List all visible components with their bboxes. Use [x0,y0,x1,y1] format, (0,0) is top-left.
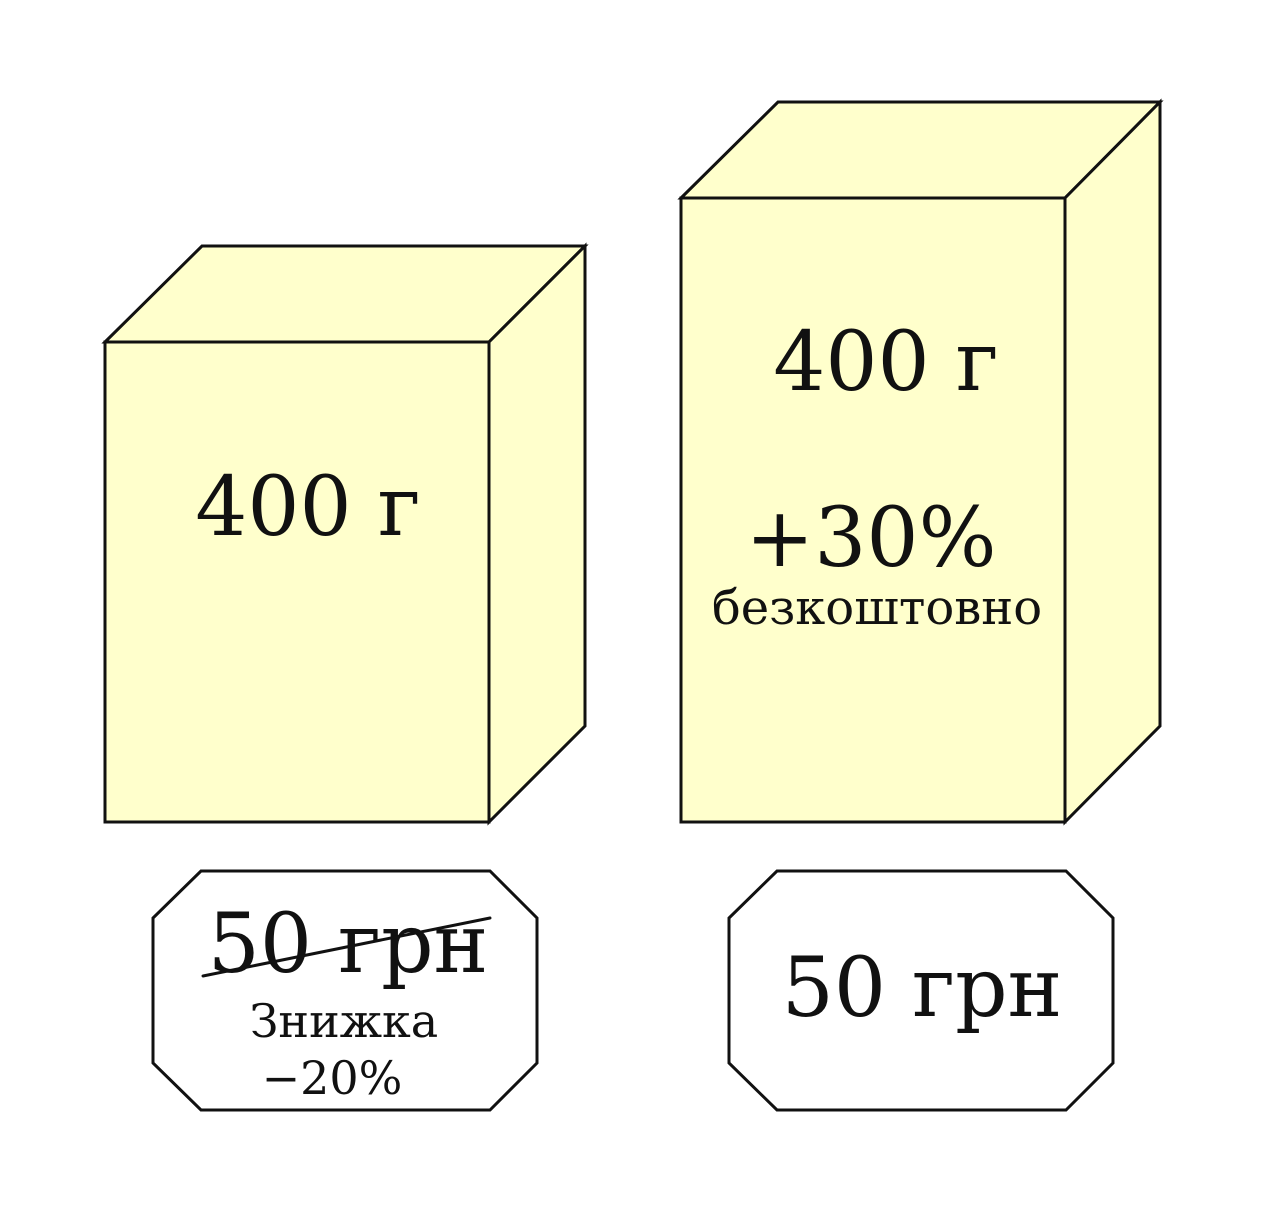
right-price-tag-frame [727,869,1115,1112]
left-package-front-face [103,340,491,824]
right-tag-price: 50 грн [782,941,1063,1036]
right-package: 400 г +30% безкоштовно [677,98,1164,826]
right-price-tag: 50 грн [727,869,1115,1112]
right-package-front-face [679,196,1067,824]
old-price-strikethrough [201,916,492,978]
left-package-weight: 400 г [195,460,421,555]
right-package-weight: 400 г [773,315,999,410]
left-tag-discount-value: −20% [262,1051,403,1105]
right-package-bonus: +30% [746,491,997,586]
left-tag-discount-label: Знижка [250,994,438,1048]
left-package-side-face [487,242,587,826]
left-price-tag-frame [151,869,539,1112]
left-package: 400 г [101,242,589,826]
right-package-side-face [1063,98,1162,826]
left-tag-old-price: 50 грн [208,897,489,992]
left-price-tag: 50 грн Знижка −20% [151,869,539,1112]
right-package-bonus-note: безкоштовно [712,580,1042,636]
